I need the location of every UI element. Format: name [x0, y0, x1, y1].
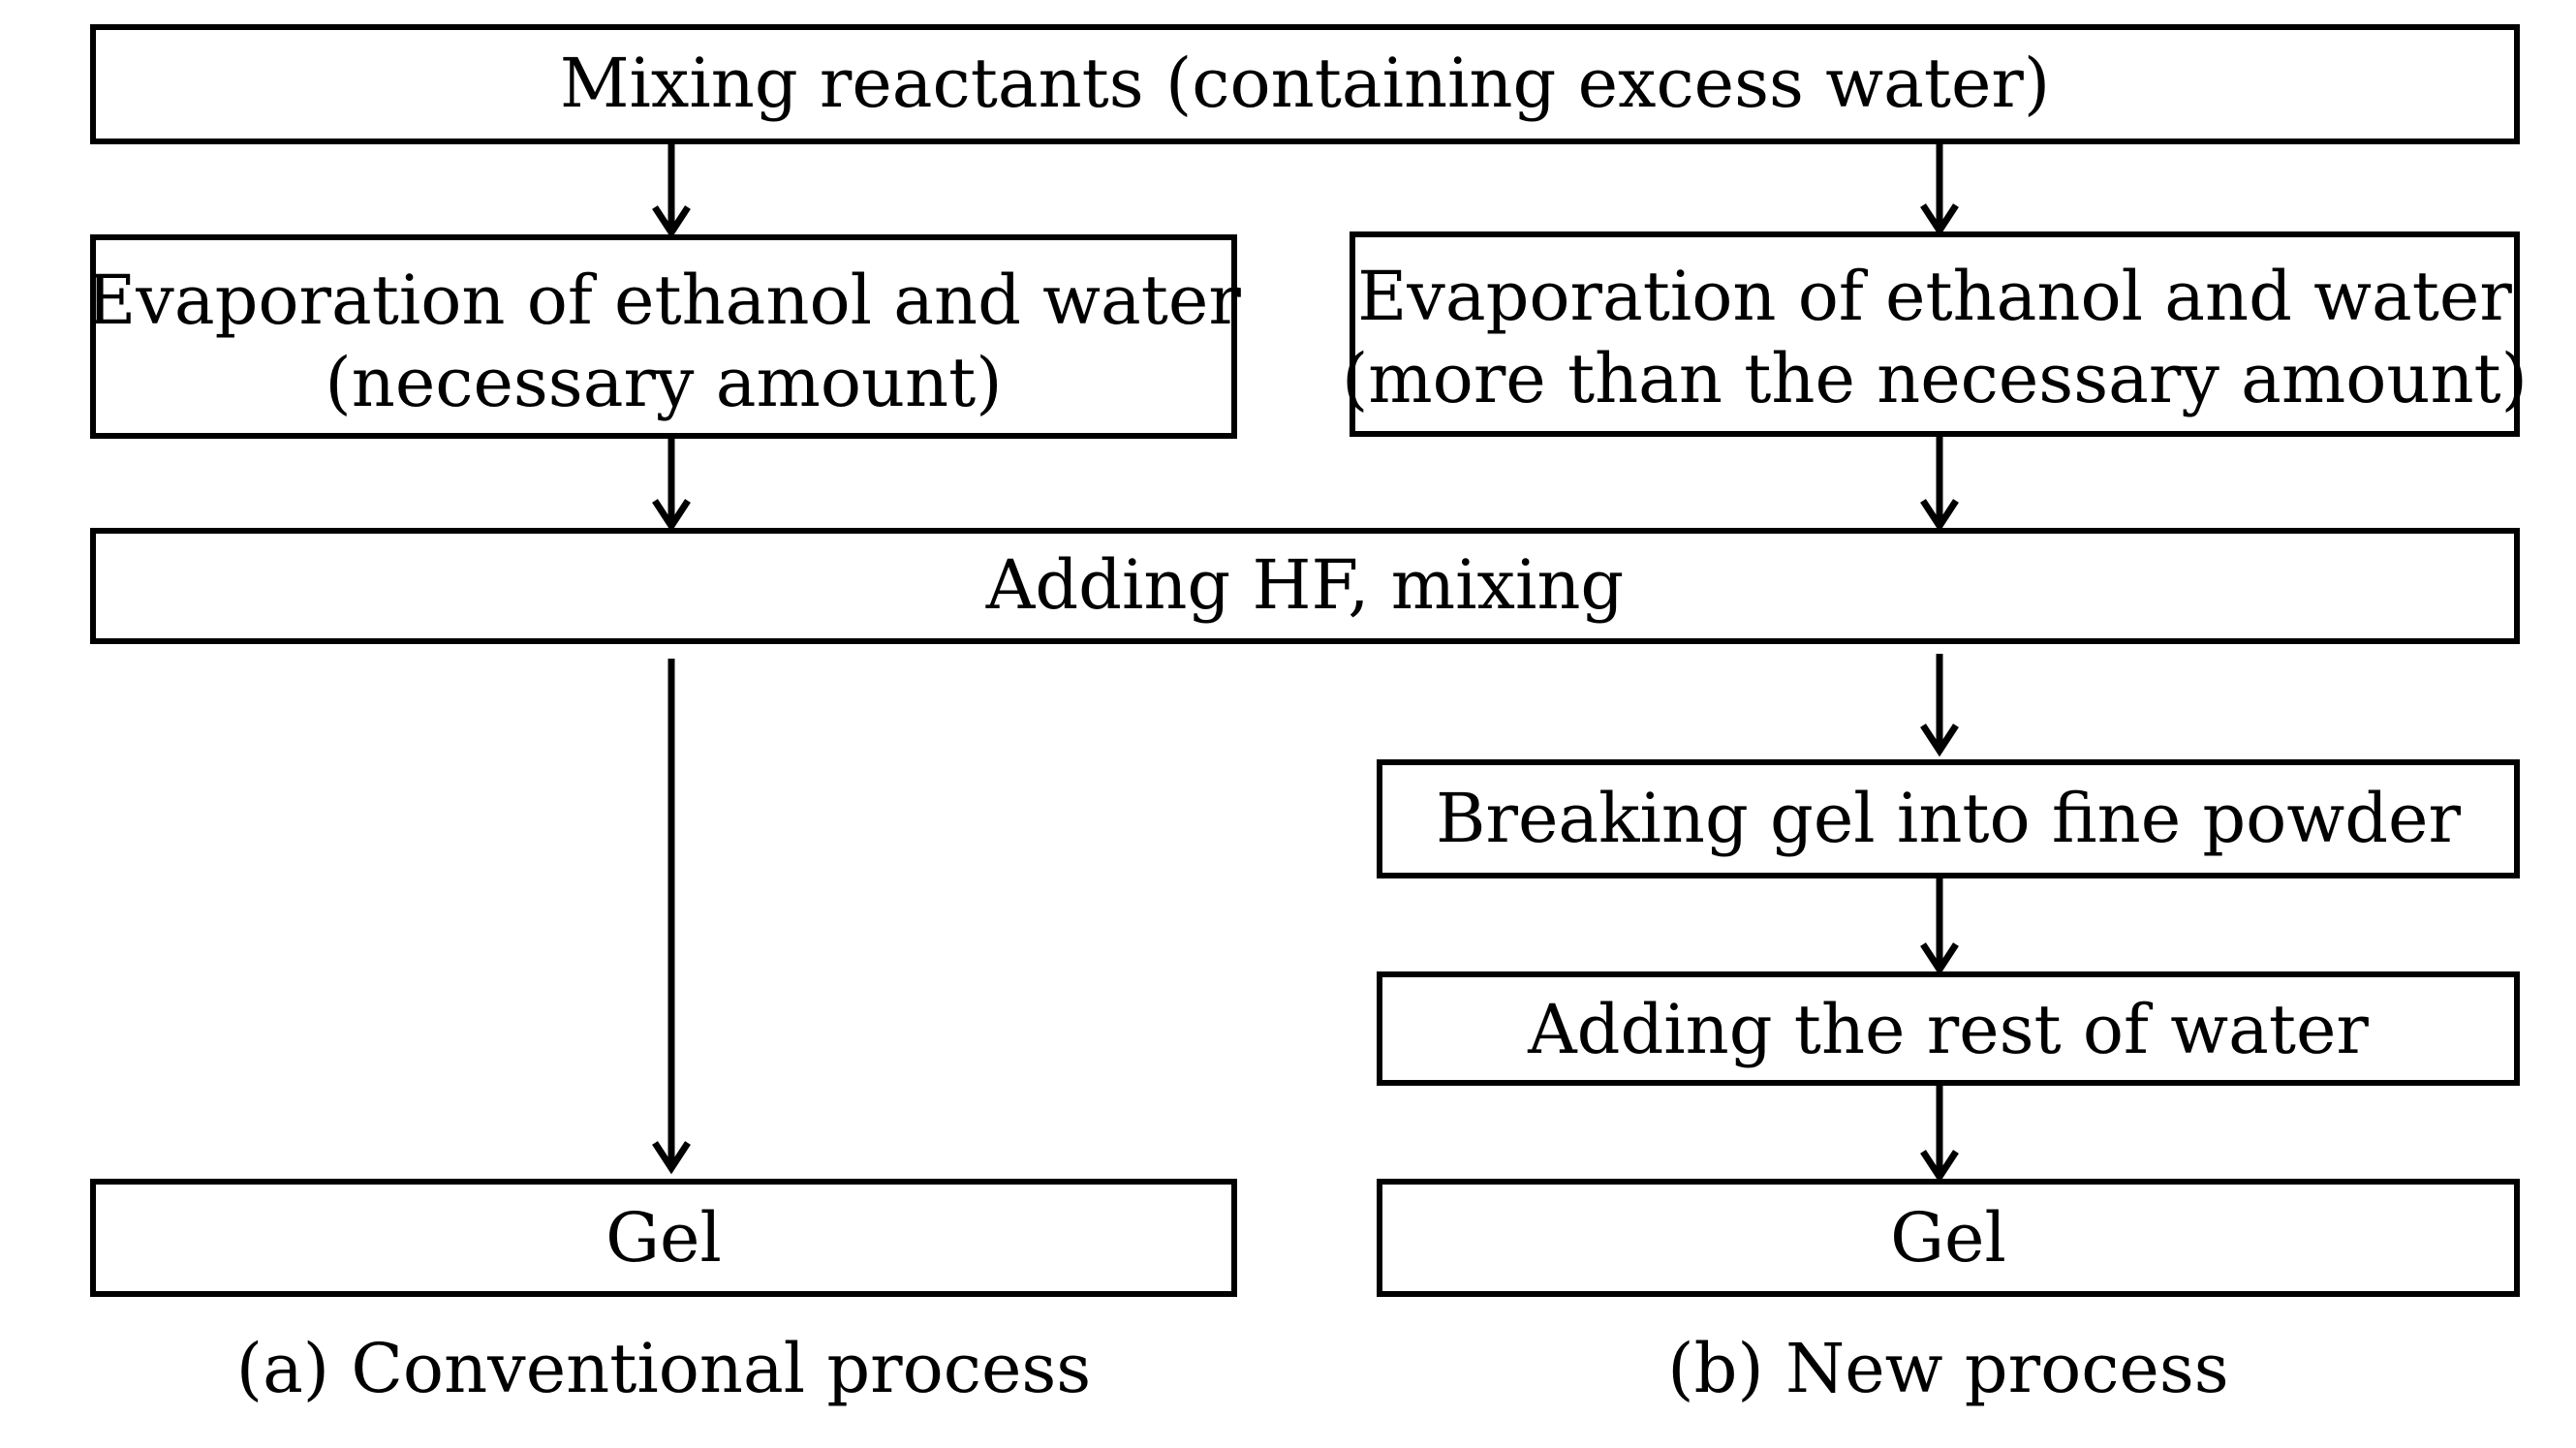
arrow-evap-conventional-to-adding-hf — [652, 439, 691, 533]
step-box — [1377, 1179, 2520, 1297]
arrow-mixing-to-evap-conventional — [652, 144, 691, 239]
step-label: Breaking gel into fine powder — [1436, 779, 2461, 858]
arrow-head — [652, 1141, 691, 1175]
arrow-head — [652, 499, 691, 533]
step-breaking-gel: Breaking gel into fine powder — [1377, 759, 2520, 878]
caption-new: (b) New process — [1667, 1329, 2228, 1408]
step-label: Adding the rest of water — [1527, 990, 2369, 1069]
arrow-head — [1920, 499, 1959, 533]
arrow-mixing-to-evap-new — [1920, 144, 1959, 237]
step-evaporation-new: Evaporation of ethanol and water (more t… — [1342, 231, 2528, 437]
caption-conventional: (a) Conventional process — [236, 1329, 1091, 1408]
step-label-line2: (more than the necessary amount) — [1342, 339, 2528, 418]
arrow-adding-hf-to-breaking-gel — [1920, 654, 1959, 757]
arrow-evap-new-to-adding-hf — [1920, 437, 1959, 533]
step-label-line1: Evaporation of ethanol and water — [86, 261, 1241, 340]
step-evaporation-conventional: Evaporation of ethanol and water (necess… — [86, 234, 1241, 439]
step-mixing-reactants: Mixing reactants (containing excess wate… — [90, 24, 2520, 144]
arrow-head — [1920, 203, 1959, 237]
step-box — [90, 1179, 1237, 1297]
step-box — [90, 528, 2520, 644]
step-adding-rest-water: Adding the rest of water — [1377, 971, 2520, 1086]
step-adding-hf: Adding HF, mixing — [90, 528, 2520, 644]
step-gel-conventional: Gel — [90, 1179, 1237, 1297]
step-label-line1: Evaporation of ethanol and water — [1357, 257, 2512, 336]
step-gel-new: Gel — [1377, 1179, 2520, 1297]
step-label: Mixing reactants (containing excess wate… — [560, 44, 2050, 123]
step-label: Adding HF, mixing — [985, 545, 1624, 625]
arrow-head — [1920, 1150, 1959, 1184]
arrow-breaking-gel-to-adding-rest — [1920, 878, 1959, 976]
arrow-adding-hf-to-gel-conventional — [652, 659, 691, 1175]
step-label-line2: (necessary amount) — [325, 343, 1002, 422]
arrow-head — [1920, 724, 1959, 757]
arrow-head — [652, 205, 691, 239]
step-box — [1350, 231, 2520, 437]
step-box — [90, 24, 2520, 144]
arrow-adding-rest-to-gel-new — [1920, 1086, 1959, 1184]
step-box — [1377, 759, 2520, 878]
step-box — [90, 234, 1237, 439]
step-label: Gel — [1890, 1198, 2006, 1278]
step-box — [1377, 971, 2520, 1086]
step-label: Gel — [605, 1198, 722, 1278]
arrow-head — [1920, 942, 1959, 976]
